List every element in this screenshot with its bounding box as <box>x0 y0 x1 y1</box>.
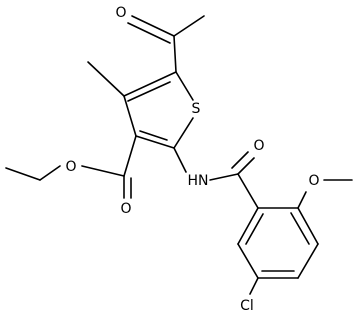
bond-ar-methoxy <box>297 191 307 209</box>
atom-cl: Cl <box>240 298 254 314</box>
bond-c2-c3 <box>135 135 175 149</box>
bond-nh-carbonyl <box>209 173 239 181</box>
bond-ar-c3-c4 <box>297 243 319 279</box>
bond-ar-c2-c3-double <box>290 212 310 245</box>
bond-c5-c4-double <box>127 81 171 102</box>
bond-c3-ester <box>123 135 137 177</box>
atom-o-acetyl: O <box>115 5 126 21</box>
atom-o-methoxy: O <box>308 173 319 189</box>
atom-s-thiophene: S <box>192 101 201 117</box>
bond-ar-c5-c6 <box>237 243 259 279</box>
bond-ar-cl <box>249 277 259 295</box>
bond-amide-carbonyl-double <box>231 151 249 169</box>
atom-labels: O S O O HN O O Cl <box>65 5 319 314</box>
bond-c4-methyl <box>87 61 125 97</box>
bond-ar-c2-c3 <box>297 207 319 245</box>
bond-ar-c6-c1 <box>237 207 259 245</box>
atom-nh-amide: HN <box>188 173 209 189</box>
bond-ester-ether <box>81 165 125 177</box>
bond-ether-ch2 <box>39 165 61 181</box>
bond-s-c2 <box>173 117 194 149</box>
atom-o-ester-carbonyl: O <box>120 201 131 217</box>
bonds <box>5 15 353 295</box>
bond-amide-carbonyl <box>237 157 255 175</box>
bond-amide-to-aryl <box>237 173 259 209</box>
bond-c2-c3-double <box>139 130 168 141</box>
bond-acetyl-to-ring <box>173 35 177 73</box>
bond-c3-c4 <box>123 95 137 137</box>
bond-c2-nh <box>173 147 187 173</box>
bond-acetyl-carbonyl <box>131 15 175 37</box>
bond-acetyl-carbonyl-double <box>127 22 171 44</box>
atom-o-ester-ether: O <box>65 159 76 175</box>
bond-ch2-ch3 <box>5 167 41 181</box>
atom-o-amide: O <box>253 138 264 154</box>
bond-c5-s <box>175 71 194 101</box>
bond-acetyl-methyl <box>173 15 205 37</box>
bond-ar-c6-c1-double <box>245 213 264 245</box>
bond-c5-c4 <box>123 71 177 97</box>
